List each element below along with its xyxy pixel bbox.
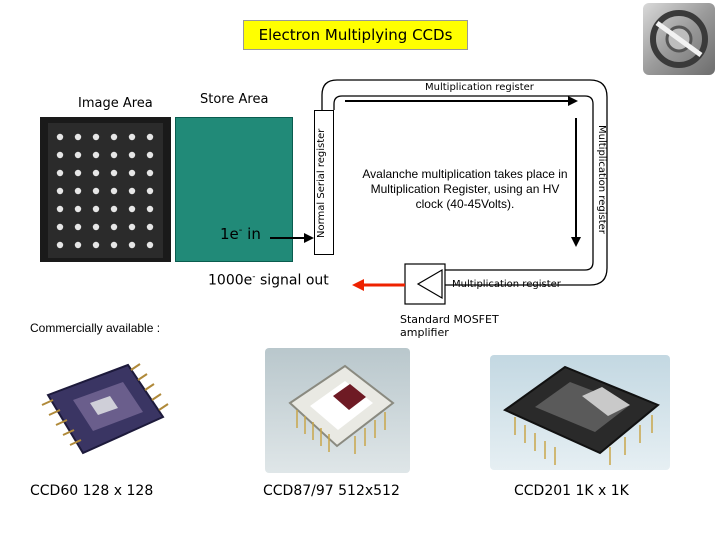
spot — [92, 205, 100, 213]
arrow-head-icon — [304, 233, 314, 243]
ccd60-photo — [28, 355, 178, 470]
spot — [128, 133, 136, 141]
spot — [146, 169, 154, 177]
spot — [146, 133, 154, 141]
multiplication-register-outer — [321, 79, 608, 286]
spot — [56, 223, 64, 231]
spot — [92, 169, 100, 177]
multiplication-register-inner — [333, 95, 594, 271]
ccd87-caption: CCD87/97 512x512 — [263, 483, 400, 499]
spot — [110, 133, 118, 141]
spot — [110, 223, 118, 231]
ccd60-caption: CCD60 128 x 128 — [30, 483, 154, 499]
spot — [74, 151, 82, 159]
spot — [146, 151, 154, 159]
multiplication-register-bottom-label: Multiplication register — [452, 279, 561, 290]
spot — [128, 205, 136, 213]
commercially-available-label: Commercially available : — [30, 321, 161, 335]
spot — [74, 169, 82, 177]
avalanche-description: Avalanche multiplication takes place in … — [362, 167, 568, 211]
spot — [56, 241, 64, 249]
spot — [110, 205, 118, 213]
spot — [56, 151, 64, 159]
spot — [110, 241, 118, 249]
signal-out-label: 1000e- signal out — [208, 272, 329, 289]
spot — [128, 241, 136, 249]
arrow-head-icon — [571, 237, 581, 247]
spot — [128, 187, 136, 195]
image-area-label: Image Area — [78, 96, 153, 111]
spot — [128, 151, 136, 159]
spot — [92, 241, 100, 249]
amplifier-triangle-icon — [416, 268, 443, 300]
spot — [128, 223, 136, 231]
electron-in-label: 1e- in — [220, 225, 261, 243]
page-title: Electron Multiplying CCDs — [243, 20, 468, 50]
image-area — [40, 117, 172, 262]
spot — [110, 169, 118, 177]
spot — [56, 133, 64, 141]
spot — [146, 223, 154, 231]
spot — [56, 205, 64, 213]
spot — [128, 169, 136, 177]
spot — [110, 187, 118, 195]
ccd87-photo — [265, 348, 410, 473]
normal-serial-register — [314, 110, 334, 255]
spot — [56, 187, 64, 195]
spot — [146, 205, 154, 213]
spot — [110, 151, 118, 159]
logo-icon — [643, 3, 715, 75]
spot — [74, 205, 82, 213]
spot — [56, 169, 64, 177]
spot — [92, 223, 100, 231]
spot — [92, 187, 100, 195]
multiplication-register-right-label: Multiplication register — [596, 125, 607, 234]
spot — [74, 133, 82, 141]
spot — [92, 133, 100, 141]
store-area-label: Store Area — [200, 92, 269, 107]
spot — [146, 187, 154, 195]
spot — [92, 151, 100, 159]
signal-out-arrow-head-icon — [352, 279, 364, 291]
spot — [146, 241, 154, 249]
spot — [74, 187, 82, 195]
arrow-head-icon — [568, 96, 578, 106]
ccd201-caption: CCD201 1K x 1K — [514, 483, 629, 499]
amplifier-label: Standard MOSFET amplifier — [400, 313, 499, 339]
spot — [74, 223, 82, 231]
multiplication-register-top-label: Multiplication register — [425, 82, 534, 93]
ccd201-photo — [490, 355, 670, 470]
spot-grid — [56, 133, 154, 249]
spot — [74, 241, 82, 249]
